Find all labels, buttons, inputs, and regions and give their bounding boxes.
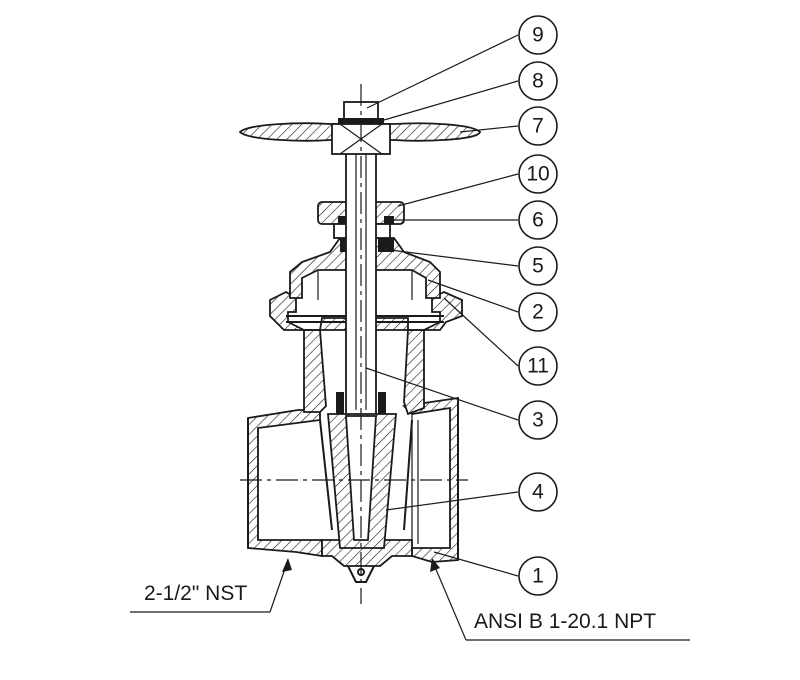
callout-10: 10 [518, 154, 558, 194]
center-lines [240, 84, 468, 604]
callout-1-label: 1 [532, 565, 544, 588]
callout-9: 9 [518, 15, 558, 55]
right-thread-note: ANSI B 1-20.1 NPT [430, 558, 690, 641]
callout-3-label: 3 [532, 409, 544, 432]
callout-3: 3 [518, 400, 558, 440]
left-thread-note: 2-1/2" NST [130, 558, 292, 613]
callout-4: 4 [518, 472, 558, 512]
callout-8-label: 8 [532, 70, 544, 93]
valve-body [247, 329, 459, 567]
callout-6-label: 6 [532, 209, 544, 232]
callout-4-label: 4 [532, 481, 544, 504]
callout-6: 6 [518, 200, 558, 240]
left-thread-label: 2-1/2" NST [144, 582, 247, 605]
callout-10-label: 10 [526, 163, 549, 186]
callout-8: 8 [518, 61, 558, 101]
callout-5: 5 [518, 246, 558, 286]
callout-7-label: 7 [532, 115, 544, 138]
callout-7: 7 [518, 106, 558, 146]
callout-11-label: 11 [527, 355, 549, 378]
callout-1: 1 [518, 556, 558, 596]
callout-9-label: 9 [532, 24, 544, 47]
callout-2: 2 [518, 292, 558, 332]
callout-5-label: 5 [532, 255, 544, 278]
wedge [327, 413, 397, 583]
right-thread-label: ANSI B 1-20.1 NPT [474, 610, 656, 633]
leader-lines [365, 34, 519, 577]
callout-11: 11 [518, 346, 558, 386]
handwheel [238, 101, 481, 155]
callout-2-label: 2 [532, 301, 544, 324]
